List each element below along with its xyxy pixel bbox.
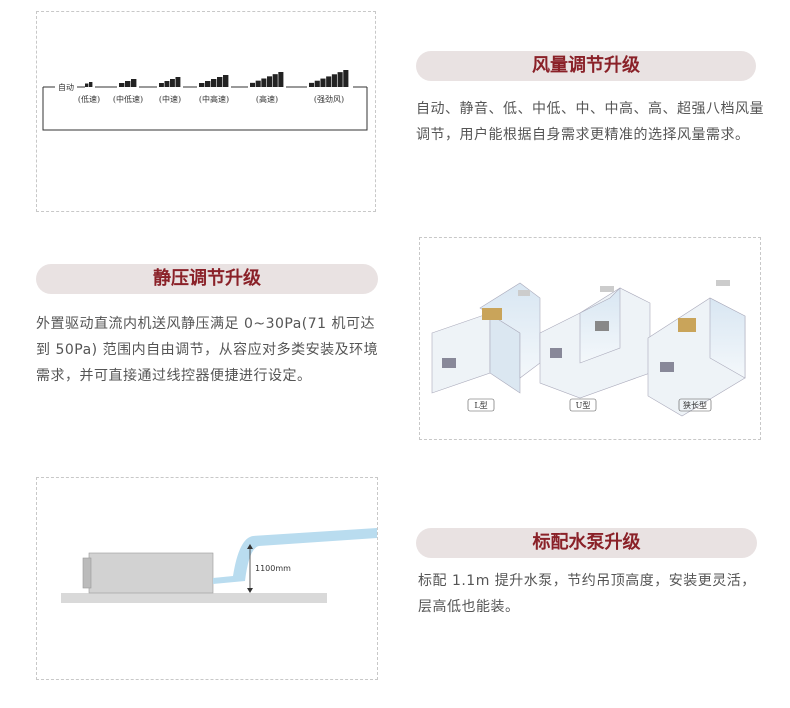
speed-label-0: (低速) bbox=[78, 94, 100, 104]
speed-label-2: (中速) bbox=[159, 94, 181, 104]
room-layout-panel: L型 U型 狭长型 bbox=[419, 237, 761, 440]
speed-label-1: (中低速) bbox=[113, 94, 143, 104]
section2-desc: 外置驱动直流内机送风静压满足 0~30Pa(71 机可达到 50Pa) 范围内自… bbox=[36, 316, 379, 384]
label-long-type: 狭长型 bbox=[683, 400, 707, 410]
auto-label: 自动 bbox=[58, 82, 74, 92]
speed-step-1 bbox=[119, 79, 137, 87]
section2-title: 静压调节升级 bbox=[36, 264, 378, 294]
speed-labels: (低速) (中低速) (中速) (中高速) (高速) (强劲风) bbox=[78, 86, 344, 104]
l-room-illustration bbox=[431, 282, 541, 394]
label-l-type: L型 bbox=[474, 401, 487, 410]
ceiling-slab bbox=[61, 593, 327, 603]
water-pump-diagram: 1100mm bbox=[61, 528, 377, 603]
section1-title: 风量调节升级 bbox=[416, 51, 756, 81]
long-room-illustration bbox=[647, 280, 746, 417]
speed-label-3: (中高速) bbox=[199, 94, 229, 104]
fan-speed-diagram: 自动 (低速) (中低速) (中速) (中高速) (高速) (强劲风) bbox=[42, 70, 368, 131]
speed-step-2 bbox=[159, 77, 181, 87]
label-u-type: U型 bbox=[576, 401, 591, 410]
speed-bars bbox=[85, 70, 349, 87]
section3-desc: 标配 1.1m 提升水泵，节约吊顶高度，安装更灵活，层高低也能装。 bbox=[418, 573, 756, 615]
section1-desc: 自动、静音、低、中低、中、中高、高、超强八档风量调节，用户能根据自身需求更精准的… bbox=[416, 101, 764, 143]
drain-pipe bbox=[213, 528, 377, 584]
fan-speed-diagram-panel: 自动 (低速) (中低速) (中速) (中高速) (高速) (强劲风) bbox=[36, 11, 376, 212]
speed-step-4 bbox=[250, 72, 284, 87]
speed-step-5 bbox=[309, 70, 349, 87]
room-layout-diagram: L型 U型 狭长型 bbox=[431, 280, 746, 417]
indoor-unit bbox=[88, 552, 214, 594]
speed-label-5: (强劲风) bbox=[314, 94, 344, 104]
u-room-illustration bbox=[539, 286, 651, 399]
speed-step-0 bbox=[85, 82, 93, 87]
water-pump-panel: 1100mm bbox=[36, 477, 378, 680]
section3-title: 标配水泵升级 bbox=[416, 528, 757, 558]
speed-step-3 bbox=[199, 75, 229, 87]
height-label: 1100mm bbox=[255, 564, 291, 573]
speed-label-4: (高速) bbox=[256, 94, 278, 104]
